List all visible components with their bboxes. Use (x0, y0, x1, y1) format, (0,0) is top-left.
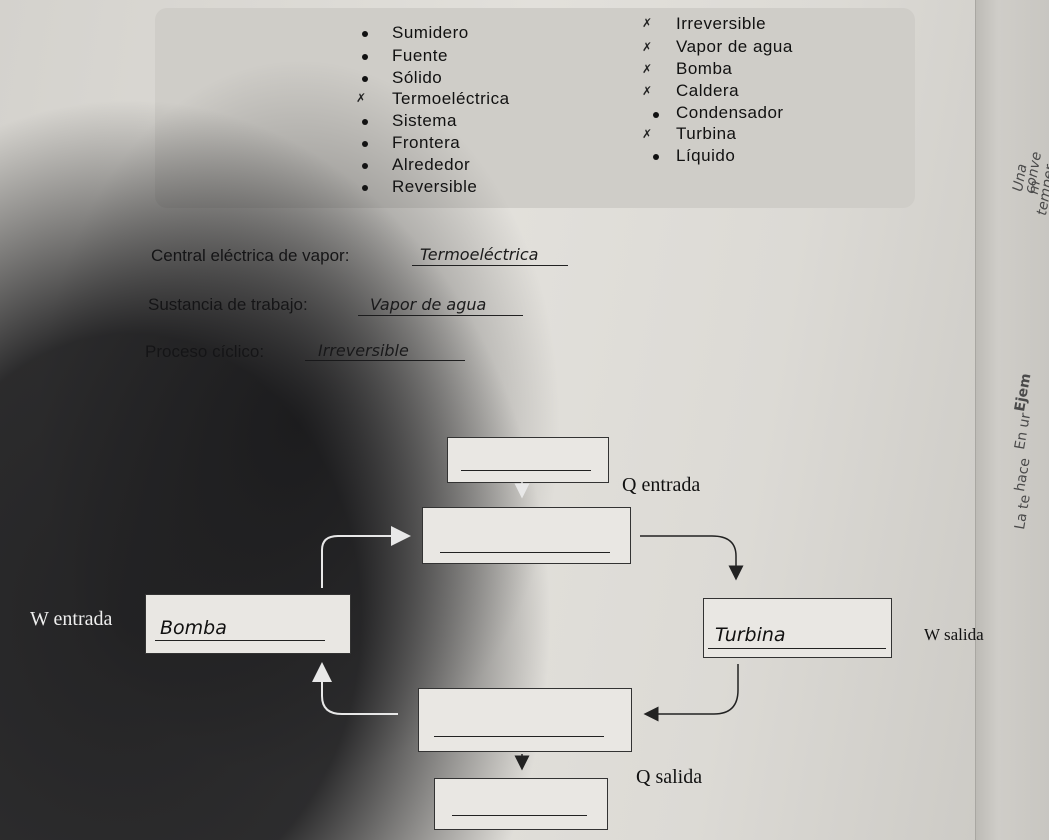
heat-sink-box (434, 778, 608, 830)
heat-source-box (447, 437, 609, 483)
condenser-box (418, 688, 632, 752)
pump-box-answer: Bomba (160, 617, 227, 639)
condenser-to-pump-arrow (312, 662, 398, 715)
blank-line (155, 640, 325, 641)
q-salida-label: Q salida (636, 766, 703, 788)
boiler-box (422, 507, 631, 564)
turbine-box-answer: Turbina (715, 624, 786, 646)
pump-box (145, 594, 351, 654)
pump-to-boiler-arrow (321, 526, 411, 588)
blank-line (461, 470, 591, 471)
q-entrada-label: Q entrada (622, 474, 701, 496)
turbine-to-condenser-arrow (643, 664, 739, 722)
blank-line (434, 736, 604, 737)
boiler-to-turbine-arrow (640, 535, 744, 581)
blank-line (452, 815, 587, 816)
w-salida-label: W salida (924, 625, 984, 644)
w-entrada-label: W entrada (30, 608, 113, 630)
blank-line (708, 648, 886, 649)
blank-line (440, 552, 610, 553)
